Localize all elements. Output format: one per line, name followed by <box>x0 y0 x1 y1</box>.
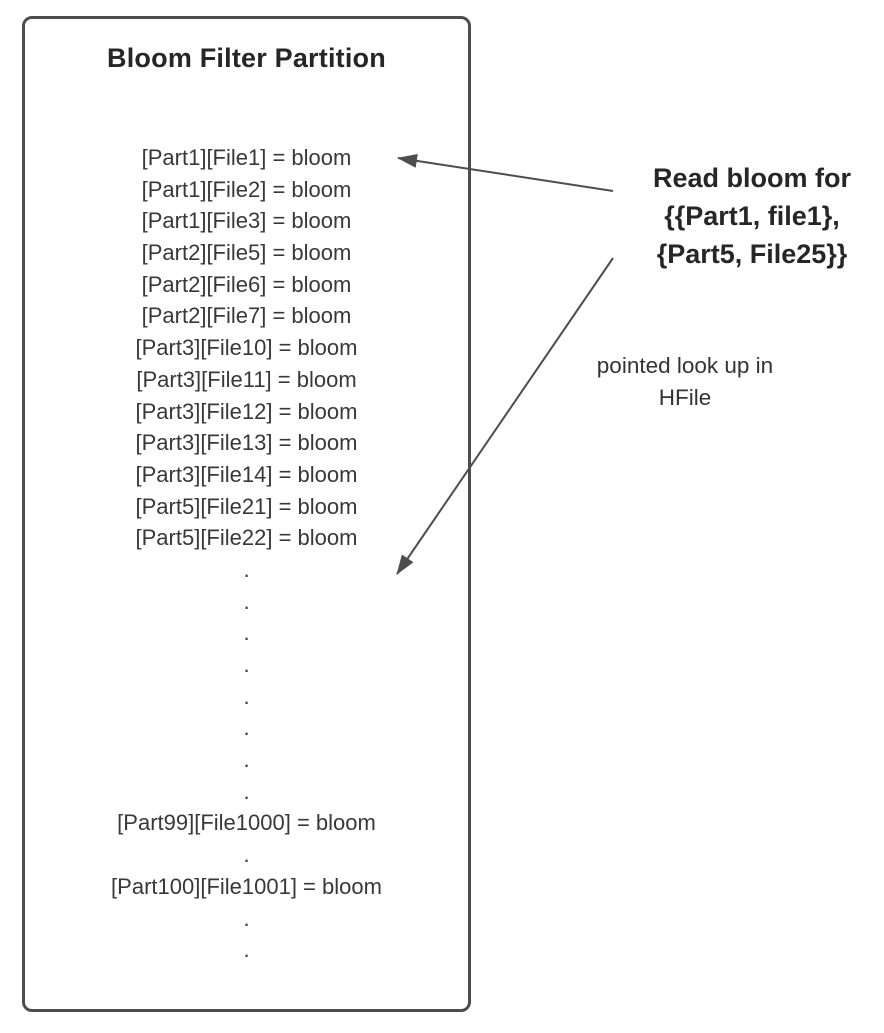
read-bloom-annotation: Read bloom for {{Part1, file1}, {Part5, … <box>652 163 851 269</box>
ellipsis-dot: . <box>243 556 250 582</box>
ellipsis-dot: . <box>243 747 250 773</box>
ellipsis-dot: . <box>243 842 250 868</box>
pointed-lookup-annotation: pointed look up in HFile <box>596 353 774 410</box>
bloom-entry: [Part100][File1001] = bloom <box>111 873 382 899</box>
ellipsis-dot: . <box>243 588 250 614</box>
ellipsis-dot: . <box>243 715 250 741</box>
ellipsis-dot: . <box>243 778 250 804</box>
bloom-entry: [Part1][File1] = bloom <box>141 145 352 170</box>
ellipsis-dot: . <box>243 652 250 677</box>
bloom-entry: [Part1][File2] = bloom <box>141 176 352 202</box>
ellipsis-dot: . <box>243 937 250 963</box>
bloom-entry: [Part3][File14] = bloom <box>135 461 358 487</box>
bloom-entry: [Part3][File10] = bloom <box>135 335 358 361</box>
bloom-entry: [Part5][File21] = bloom <box>135 493 358 519</box>
bloom-entry: [Part2][File5] = bloom <box>141 240 352 266</box>
ellipsis-dot: . <box>243 620 250 646</box>
bloom-entries-list: [Part1][File1] = bloom [Part1][File2] = b… <box>25 142 468 966</box>
partition-box-title: Bloom Filter Partition <box>107 43 386 73</box>
bloom-entry: [Part3][File12] = bloom <box>135 398 358 424</box>
bloom-entry: [Part5][File22] = bloom <box>135 525 358 551</box>
bloom-entry: [Part3][File13] = bloom <box>135 430 358 456</box>
bloom-entry: [Part2][File7] = bloom <box>141 303 352 329</box>
ellipsis-dot: . <box>243 905 250 931</box>
bloom-entry: [Part1][File3] = bloom <box>141 208 352 234</box>
ellipsis-dot: . <box>243 683 250 709</box>
bloom-entry: [Part99][File1000] = bloom <box>117 810 376 836</box>
bloom-entry: [Part3][File11] = bloom <box>136 366 357 392</box>
bloom-entry: [Part2][File6] = bloom <box>141 271 352 297</box>
bloom-filter-partition-box: Bloom Filter Partition [Part1][File1] = … <box>22 16 471 1012</box>
